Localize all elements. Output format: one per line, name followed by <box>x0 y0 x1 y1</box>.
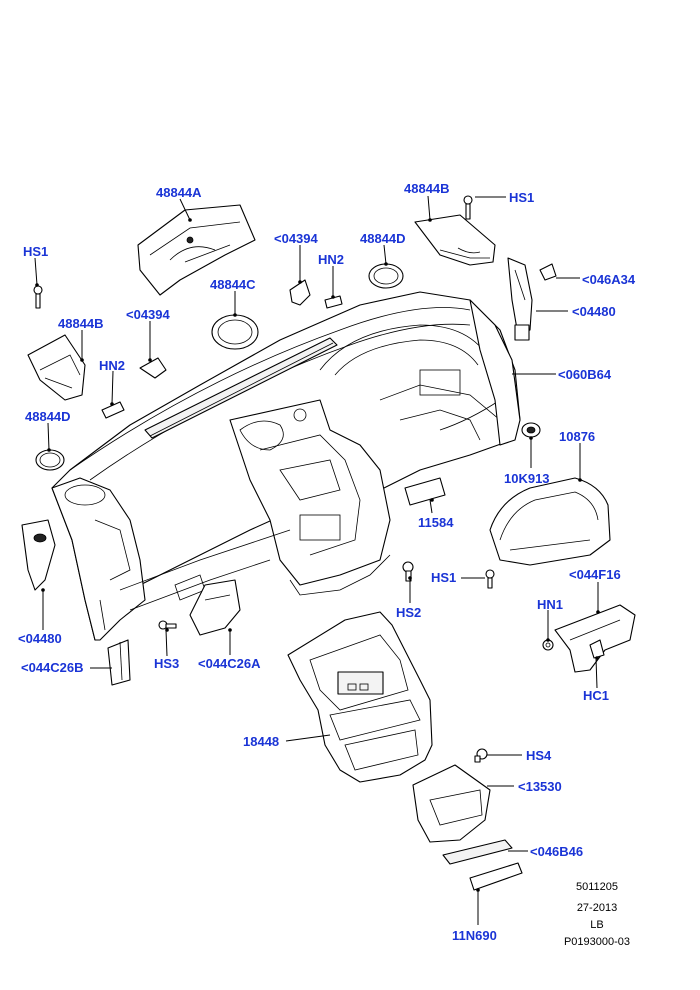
leader-lines <box>34 195 599 925</box>
callout-hn2-top: HN2 <box>318 252 344 267</box>
callout-48844c: 48844C <box>210 277 256 292</box>
reference-line-4: P0193000-03 <box>564 936 630 948</box>
callout-hs2: HS2 <box>396 605 421 620</box>
part-10k913 <box>521 422 541 438</box>
callout-hc1: HC1 <box>583 688 609 703</box>
reference-line-3: LB <box>590 919 603 931</box>
screw-hs3 <box>158 620 177 630</box>
part-044f16 <box>554 604 636 673</box>
reference-line-2: 27-2013 <box>577 902 617 914</box>
callout-48844d-top: 48844D <box>360 231 406 246</box>
part-48844d-top <box>368 263 404 289</box>
callout-044c26a: <044C26A <box>198 656 261 671</box>
part-48844d-left <box>35 449 65 471</box>
callout-48844b-top: 48844B <box>404 181 450 196</box>
screw-hs1-top <box>463 195 473 220</box>
callout-046a34: <046A34 <box>582 272 636 287</box>
part-48844c <box>211 314 259 350</box>
callout-48844a: 48844A <box>156 185 202 200</box>
reference-block: 5011205 27-2013 LB P0193000-03 <box>564 881 630 948</box>
callout-11n690: 11N690 <box>452 928 497 943</box>
leader-dots <box>35 218 600 892</box>
part-48844b-top <box>414 214 496 266</box>
callout-04394-left: <04394 <box>126 307 171 322</box>
callout-hs4: HS4 <box>526 748 552 763</box>
part-18448 <box>287 611 433 783</box>
callout-10k913: 10K913 <box>504 471 550 486</box>
nut-hn2-top <box>324 295 343 309</box>
part-48844b-left <box>27 334 86 401</box>
callout-13530: <13530 <box>518 779 562 794</box>
callout-labels: 48844A 48844B HS1 HS1 <04394 48844D HN2 … <box>18 181 636 943</box>
part-10876 <box>489 477 611 566</box>
part-11584 <box>404 477 446 506</box>
nut-hn2-left <box>101 401 125 419</box>
part-11n690 <box>469 862 523 891</box>
callout-060b64: <060B64 <box>558 367 612 382</box>
callout-48844b-left: 48844B <box>58 316 104 331</box>
screw-hs4 <box>474 748 488 763</box>
callout-hs1-left: HS1 <box>23 244 48 259</box>
callout-046b46: <046B46 <box>530 844 583 859</box>
callout-hs3: HS3 <box>154 656 179 671</box>
part-13530 <box>412 764 491 843</box>
part-04480-left <box>21 519 56 591</box>
callout-04480-left: <04480 <box>18 631 62 646</box>
callout-48844d-left: 48844D <box>25 409 71 424</box>
part-046a34 <box>539 263 557 281</box>
callout-11584: 11584 <box>418 515 454 530</box>
callout-10876: 10876 <box>559 429 595 444</box>
screw-hs1-left <box>33 285 43 309</box>
callout-hn1: HN1 <box>537 597 563 612</box>
screw-hs2 <box>402 561 414 582</box>
part-hc1 <box>589 639 605 659</box>
part-044c26a <box>189 579 241 636</box>
part-04394-top <box>289 279 311 306</box>
part-04480-right <box>507 257 533 341</box>
part-04394-left <box>139 357 167 379</box>
part-046b46 <box>442 839 513 865</box>
instrument-panel-assembly <box>51 291 521 641</box>
callout-044f16: <044F16 <box>569 567 621 582</box>
screw-hs1-mid <box>485 569 495 589</box>
part-044c26b <box>107 639 131 686</box>
callout-18448: 18448 <box>243 734 279 749</box>
callout-hs1-top-right: HS1 <box>509 190 534 205</box>
reference-line-1: 5011205 <box>576 881 618 893</box>
callout-hs1-mid: HS1 <box>431 570 456 585</box>
callout-044c26b: <044C26B <box>21 660 84 675</box>
callout-hn2-left: HN2 <box>99 358 125 373</box>
callout-04480-right: <04480 <box>572 304 616 319</box>
callout-04394-top: <04394 <box>274 231 319 246</box>
part-48844a <box>137 204 256 296</box>
